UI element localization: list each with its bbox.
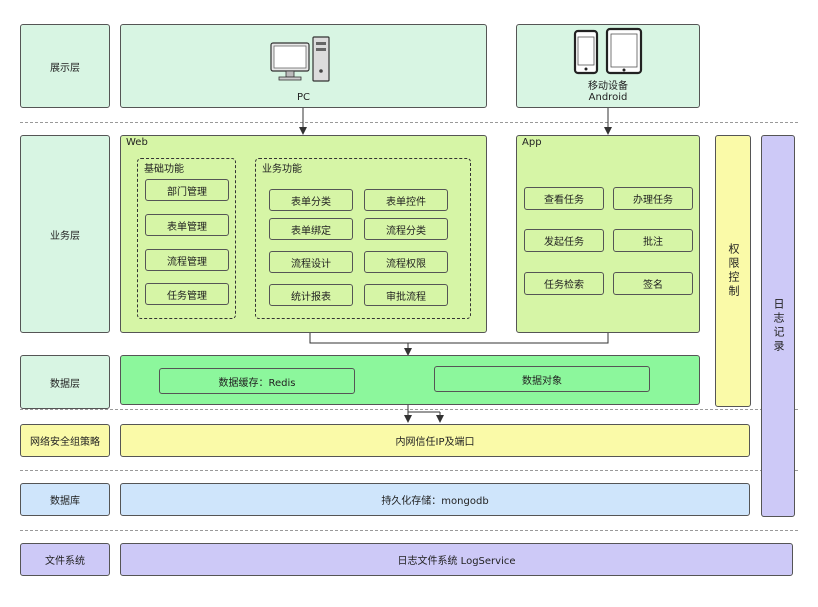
basic-item: 表单管理	[145, 214, 229, 236]
layer-label-database: 数据库	[20, 483, 110, 516]
business-item-label: 统计报表	[291, 291, 331, 303]
app-item: 任务检索	[524, 272, 604, 295]
mobile-devices-icon	[573, 27, 643, 75]
business-item: 统计报表	[269, 284, 353, 306]
app-title: App	[522, 137, 542, 148]
basic-item-label: 流程管理	[167, 256, 207, 268]
app-item-label: 批注	[643, 237, 663, 248]
log-record-label: 日志记录	[772, 298, 785, 354]
app-item: 发起任务	[524, 229, 604, 252]
business-item: 流程权限	[364, 251, 448, 273]
data-object-box: 数据对象	[434, 366, 650, 392]
basic-item-label: 部门管理	[167, 186, 207, 198]
basic-functions-title: 基础功能	[144, 164, 184, 175]
layer-label-text: 数据层	[50, 378, 80, 390]
app-item-label: 查看任务	[544, 195, 584, 206]
layer-label-business: 业务层	[20, 135, 110, 333]
app-item-label: 办理任务	[633, 195, 673, 206]
mobile-box: 移动设备 Android	[516, 24, 700, 108]
app-item: 查看任务	[524, 187, 604, 210]
business-functions-group	[255, 158, 471, 319]
business-item: 表单控件	[364, 189, 448, 211]
desktop-computer-icon	[270, 36, 330, 82]
business-item-label: 审批流程	[386, 291, 426, 303]
business-item-label: 流程分类	[386, 225, 426, 237]
layer-label-text: 业务层	[50, 230, 80, 242]
business-item: 流程设计	[269, 251, 353, 273]
business-item-label: 表单控件	[386, 196, 426, 208]
app-item-label: 任务检索	[544, 280, 584, 291]
log-record-bar: 日志记录	[761, 135, 795, 517]
security-bar-label: 内网信任IP及端口	[395, 437, 475, 448]
app-item: 办理任务	[613, 187, 693, 210]
basic-item: 流程管理	[145, 249, 229, 271]
basic-item-label: 表单管理	[167, 221, 207, 233]
layer-label-text: 展示层	[50, 62, 80, 74]
permission-control-bar: 权限控制	[715, 135, 751, 407]
app-item: 签名	[613, 272, 693, 295]
data-object-label: 数据对象	[522, 375, 562, 387]
layer-label-text: 网络安全组策略	[30, 437, 100, 448]
database-bar-label: 持久化存储：mongodb	[381, 496, 489, 507]
business-item: 审批流程	[364, 284, 448, 306]
basic-item: 部门管理	[145, 179, 229, 201]
app-item-label: 发起任务	[544, 237, 584, 248]
separator	[20, 409, 798, 410]
mobile-label-line2: Android	[588, 92, 628, 103]
basic-item: 任务管理	[145, 283, 229, 305]
business-item-label: 流程设计	[291, 258, 331, 270]
pc-label: PC	[296, 92, 310, 103]
separator	[20, 530, 798, 531]
app-item: 批注	[613, 229, 693, 252]
business-item: 表单分类	[269, 189, 353, 211]
security-bar: 内网信任IP及端口	[120, 424, 750, 457]
layer-label-filesystem: 文件系统	[20, 543, 110, 576]
app-item-label: 签名	[643, 280, 663, 291]
basic-functions-group	[137, 158, 236, 319]
separator	[20, 122, 798, 123]
layer-label-security: 网络安全组策略	[20, 424, 110, 457]
business-item-label: 表单分类	[291, 196, 331, 208]
data-cache-box: 数据缓存：Redis	[159, 368, 355, 394]
mobile-label-line1: 移动设备	[588, 81, 628, 92]
data-cache-label: 数据缓存：Redis	[218, 377, 296, 389]
layer-label-data: 数据层	[20, 355, 110, 409]
business-item-label: 表单绑定	[291, 225, 331, 237]
separator	[20, 470, 798, 471]
layer-label-text: 数据库	[50, 496, 80, 507]
layer-label-text: 文件系统	[45, 556, 85, 567]
layer-label-presentation: 展示层	[20, 24, 110, 108]
web-title: Web	[126, 137, 148, 148]
business-item: 流程分类	[364, 218, 448, 240]
business-item-label: 流程权限	[386, 258, 426, 270]
permission-control-label: 权限控制	[727, 243, 740, 299]
business-functions-title: 业务功能	[262, 164, 302, 175]
basic-item-label: 任务管理	[167, 290, 207, 302]
database-bar: 持久化存储：mongodb	[120, 483, 750, 516]
filesystem-bar-label: 日志文件系统 LogService	[397, 556, 516, 567]
business-item: 表单绑定	[269, 218, 353, 240]
pc-box: PC	[120, 24, 487, 108]
filesystem-bar: 日志文件系统 LogService	[120, 543, 793, 576]
